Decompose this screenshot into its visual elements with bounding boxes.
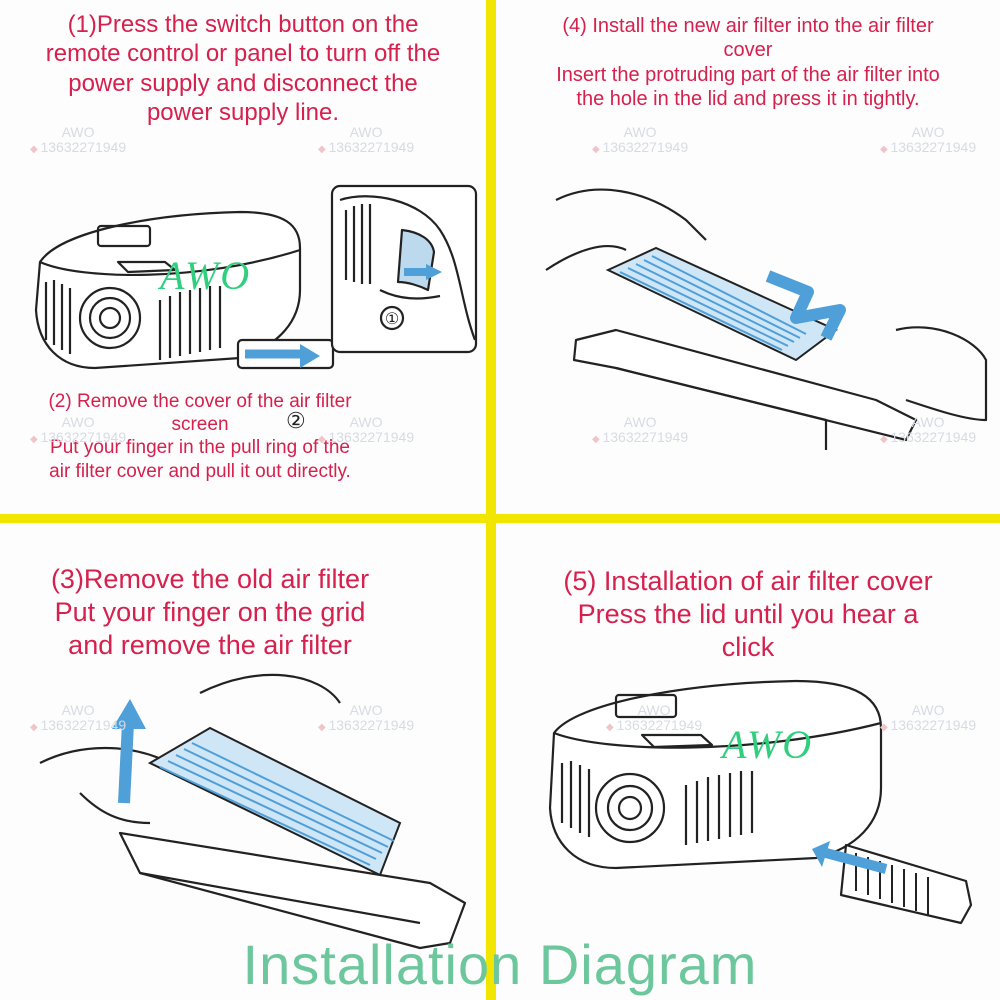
divider-vertical xyxy=(486,0,496,1000)
brand-mark-green: AWO xyxy=(160,253,252,298)
remove-filter-illustration xyxy=(39,673,467,950)
diagram-title: Installation Diagram xyxy=(242,933,758,996)
watermark: AWO13632271949 xyxy=(30,124,126,156)
step1-caption: (1)Press the switch button on the remote… xyxy=(45,11,441,126)
step2-caption: (2) Remove the cover of the air filter s… xyxy=(48,391,352,482)
watermark: AWO13632271949 xyxy=(318,124,414,156)
watermark: AWO13632271949 xyxy=(30,414,126,446)
step1-panel: (1)Press the switch button on the remote… xyxy=(0,0,486,514)
step4-caption: (4) Install the new air filter into the … xyxy=(556,15,940,111)
divider-horizontal xyxy=(0,514,1000,523)
brand-mark-green: AWO xyxy=(722,722,814,767)
watermark: AWO13632271949 xyxy=(880,414,976,446)
callout-two: ② xyxy=(286,408,306,433)
watermark: AWO13632271949 xyxy=(606,702,702,734)
watermark: AWO13632271949 xyxy=(880,702,976,734)
step5-panel: (5) Installation of air filter cover Pre… xyxy=(496,523,1000,1000)
step3-panel: (3)Remove the old air filter Put your fi… xyxy=(0,523,486,1000)
step3-caption: (3)Remove the old air filter Put your fi… xyxy=(50,564,370,660)
step5-caption: (5) Installation of air filter cover Pre… xyxy=(563,566,933,662)
watermark: AWO13632271949 xyxy=(318,702,414,734)
watermark: AWO13632271949 xyxy=(592,414,688,446)
projector-with-inset-illustration: ① xyxy=(34,184,478,370)
watermark: AWO13632271949 xyxy=(30,702,126,734)
watermark: AWO13632271949 xyxy=(592,124,688,156)
watermark: AWO13632271949 xyxy=(880,124,976,156)
step4-panel: (4) Install the new air filter into the … xyxy=(496,0,1000,514)
watermark: AWO13632271949 xyxy=(318,414,414,446)
callout-one: ① xyxy=(385,309,399,328)
